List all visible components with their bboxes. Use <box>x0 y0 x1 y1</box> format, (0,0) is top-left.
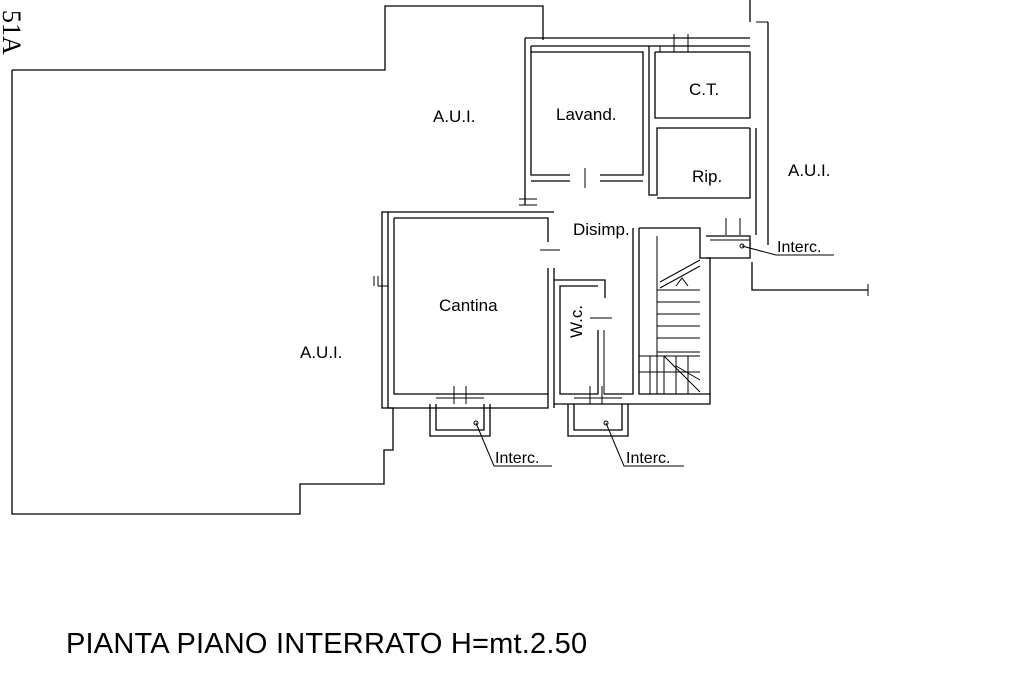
label-ripostiglio: Rip. <box>692 167 722 186</box>
label-interc-bottom-right: Interc. <box>626 450 670 467</box>
label-wc: W.c. <box>567 305 586 338</box>
window-wells <box>429 386 629 437</box>
building-walls <box>373 34 757 409</box>
label-disimpegno: Disimp. <box>573 220 630 239</box>
label-cantina: Cantina <box>439 296 498 315</box>
callout-leaders <box>473 243 834 467</box>
stair <box>639 236 701 394</box>
label-centrale-termica: C.T. <box>689 80 719 99</box>
label-lavanderia: Lavand. <box>556 105 617 124</box>
label-interc-right: Interc. <box>777 239 821 256</box>
plan-title: PIANTA PIANO INTERRATO H=mt.2.50 <box>66 628 588 660</box>
outer-boundary <box>11 0 869 515</box>
label-interc-bottom-left: Interc. <box>495 450 539 467</box>
label-aui-right: A.U.I. <box>788 161 831 180</box>
label-aui-left: A.U.I. <box>300 343 343 362</box>
label-aui-top: A.U.I. <box>433 107 476 126</box>
